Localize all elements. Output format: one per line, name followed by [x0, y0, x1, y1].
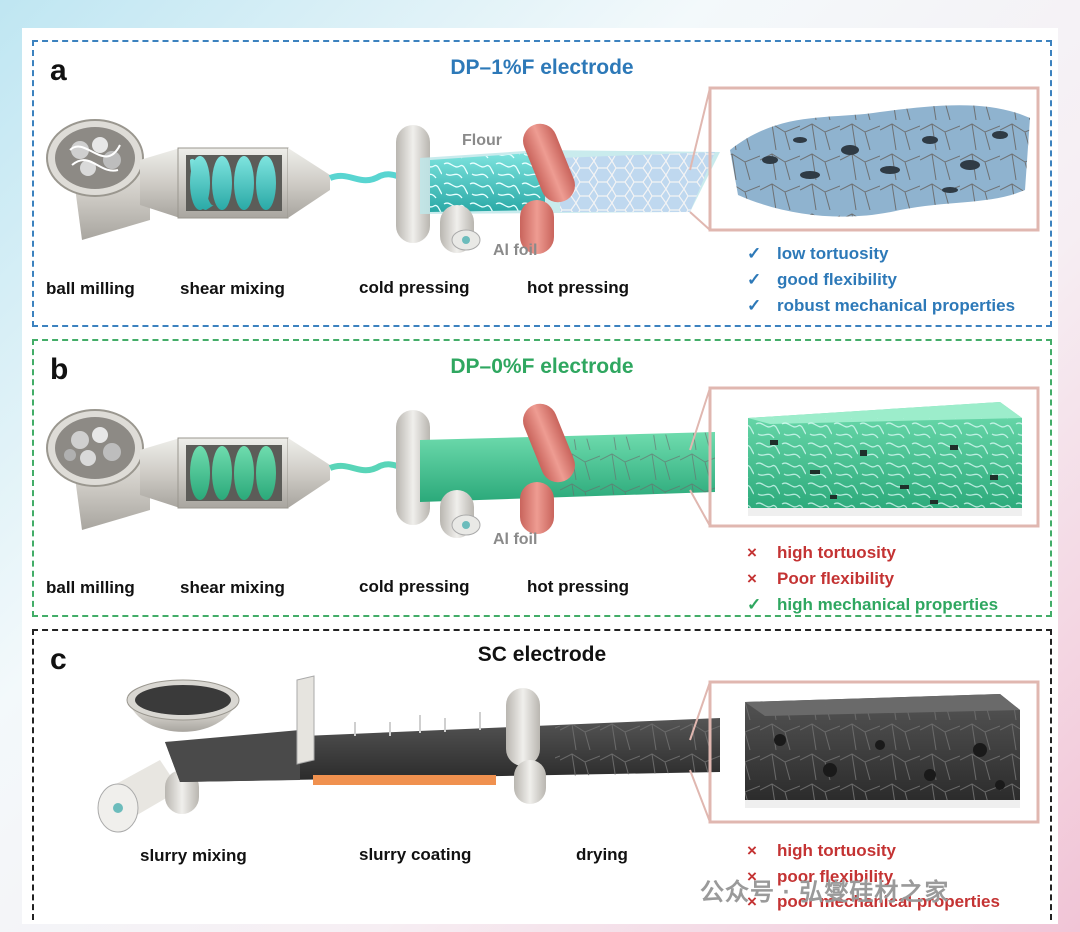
ball-mill-jar-a	[46, 119, 150, 240]
step-shear-mixing-b: shear mixing	[180, 578, 285, 597]
panel-b: b DP–0%F electrode	[32, 339, 1052, 617]
feature-a-3: ✓ robust mechanical properties	[747, 296, 1015, 316]
panel-b-letter: b	[50, 353, 69, 386]
panel-c-letter: c	[50, 643, 67, 676]
cross-icon: ×	[747, 841, 757, 860]
shear-mixer-b	[140, 437, 421, 509]
ball-mill-jar-b	[46, 409, 150, 530]
feature-text: high tortuosity	[777, 841, 896, 860]
step-ball-milling-b: ball milling	[46, 578, 135, 597]
check-icon: ✓	[747, 595, 762, 614]
feature-text: high mechanical properties	[777, 595, 999, 614]
check-icon: ✓	[747, 270, 762, 289]
panel-a-title: DP–1%F electrode	[450, 56, 634, 79]
cross-icon: ×	[747, 569, 757, 588]
cross-icon: ×	[747, 543, 757, 562]
shear-mixer-a	[140, 147, 421, 219]
feature-text: good flexibility	[777, 270, 897, 289]
feature-a-1: ✓ low tortuosity	[747, 244, 888, 264]
feature-text: Poor flexibility	[777, 569, 895, 588]
step-hot-pressing-a: hot pressing	[527, 278, 630, 297]
panel-a: a DP–1%F electrode	[32, 40, 1052, 327]
al-foil-label-a: Al foil	[493, 242, 538, 259]
feature-text: high tortuosity	[777, 543, 896, 562]
slurry-bowl	[126, 679, 240, 732]
hot-press-b	[520, 403, 715, 534]
feature-c-2: × poor flexibility	[747, 867, 893, 887]
panel-b-title: DP–0%F electrode	[450, 355, 634, 378]
step-cold-pressing-a: cold pressing	[359, 278, 470, 297]
panel-c-title: SC electrode	[477, 643, 607, 666]
feature-b-2: × Poor flexibility	[747, 569, 894, 589]
feature-c-1: × high tortuosity	[747, 841, 896, 861]
step-slurry-coating: slurry coating	[359, 845, 472, 864]
feature-b-3: ✓ high mechanical properties	[747, 595, 998, 615]
hot-press-a	[520, 123, 715, 254]
feature-text: low tortuosity	[777, 244, 889, 263]
step-cold-pressing-b: cold pressing	[359, 577, 470, 596]
cross-icon: ×	[747, 867, 757, 886]
feature-a-2: ✓ good flexibility	[747, 270, 897, 290]
al-foil-label-b: Al foil	[493, 531, 538, 548]
step-shear-mixing-a: shear mixing	[180, 279, 285, 298]
panel-b-art	[46, 386, 1040, 538]
watermark: 公众号 · 弘燮硅材之家	[700, 879, 950, 906]
check-icon: ✓	[747, 244, 762, 263]
microstructure-inset-b	[689, 386, 1040, 528]
panel-c-art	[97, 675, 1040, 833]
flour-label: Flour	[462, 132, 502, 149]
check-icon: ✓	[747, 296, 762, 315]
feature-c-3: × poor mechanical properties	[747, 892, 1000, 912]
panel-c: c SC electrode	[32, 629, 1052, 920]
panel-a-art	[46, 86, 1040, 254]
step-slurry-mixing: slurry mixing	[140, 846, 247, 865]
microstructure-inset-a	[689, 86, 1040, 232]
feature-text: poor mechanical properties	[777, 892, 1000, 911]
feature-text: poor flexibility	[777, 867, 894, 886]
panel-a-letter: a	[50, 54, 67, 87]
step-drying: drying	[576, 845, 628, 864]
microstructure-inset-c	[689, 680, 1040, 824]
step-hot-pressing-b: hot pressing	[527, 577, 630, 596]
step-ball-milling-a: ball milling	[46, 279, 135, 298]
feature-text: robust mechanical properties	[777, 296, 1016, 315]
cross-icon: ×	[747, 892, 757, 911]
feature-b-1: × high tortuosity	[747, 543, 896, 563]
coating-line	[165, 675, 720, 804]
